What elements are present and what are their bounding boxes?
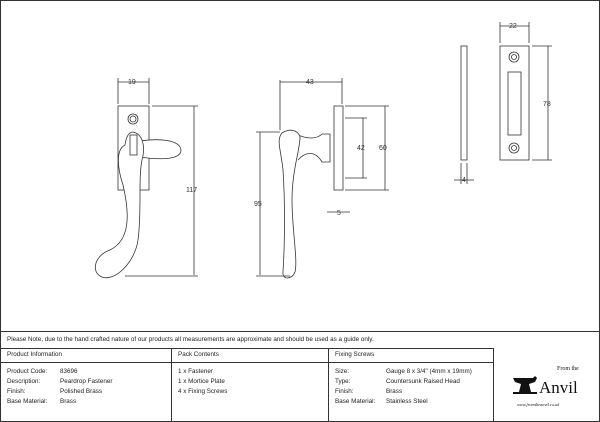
fixing-screws-heading: Fixing Screws <box>335 351 375 358</box>
dim-side-plate-thick: 5 <box>337 210 341 217</box>
screw-material-value: Stainless Steel <box>386 398 428 405</box>
pack-item: 1 x Fastener <box>178 368 213 375</box>
side-view <box>256 78 389 279</box>
pack-item: 4 x Fixing Screws <box>178 388 228 395</box>
screw-finish-label: Finish: <box>335 388 354 395</box>
screw-material-label: Base Material: <box>335 398 376 405</box>
dim-front-height: 117 <box>186 187 197 194</box>
mortice-plate-view <box>454 22 552 184</box>
front-view <box>94 78 198 279</box>
dim-plate-width: 22 <box>509 23 517 30</box>
screw-finish-value: Brass <box>386 388 403 395</box>
screw-size-value: Gauge 8 x 3/4" (4mm x 19mm) <box>386 368 472 375</box>
dim-side-plate: 60 <box>379 145 387 152</box>
logo-small-text: From the <box>557 366 579 372</box>
column-divider <box>171 348 172 422</box>
dim-side-depth: 43 <box>306 79 314 86</box>
dim-side-plate-inner: 42 <box>357 145 365 152</box>
product-info-heading: Product Information <box>7 351 62 358</box>
dim-plate-height: 78 <box>543 101 551 108</box>
finish-label: Finish: <box>7 388 26 395</box>
header-row <box>1 348 493 363</box>
base-material-label: Base Material: <box>7 398 48 405</box>
dim-plate-thick: 4 <box>462 177 466 184</box>
dim-front-width: 19 <box>128 79 136 86</box>
column-divider <box>493 348 494 422</box>
disclaimer-note: Please Note, due to the hand crafted nat… <box>7 336 374 343</box>
pack-contents-heading: Pack Contents <box>178 351 219 358</box>
from-the-anvil-logo: From the Anvil www.fromtheanvil.co.uk <box>513 366 579 407</box>
finish-value: Polished Brass <box>60 388 102 395</box>
logo-big-text: Anvil <box>539 378 578 397</box>
screw-type-value: Countersunk Raised Head <box>386 378 460 385</box>
description-value: Peardrop Fastener <box>60 378 113 385</box>
info-table: Please Note, due to the hand crafted nat… <box>1 331 599 422</box>
base-material-value: Brass <box>60 398 77 405</box>
screw-type-label: Type: <box>335 378 351 385</box>
pack-item: 1 x Mortice Plate <box>178 378 225 385</box>
technical-drawing: 19 117 43 95 42 60 5 22 78 4 <box>94 22 552 279</box>
product-code-label: Product Code: <box>7 368 48 375</box>
screw-size-label: Size: <box>335 368 349 375</box>
dim-side-handle: 95 <box>254 201 262 208</box>
product-code-value: 83696 <box>60 368 78 375</box>
column-divider <box>328 348 329 422</box>
logo-url: www.fromtheanvil.co.uk <box>517 402 560 407</box>
description-label: Description: <box>7 378 41 385</box>
